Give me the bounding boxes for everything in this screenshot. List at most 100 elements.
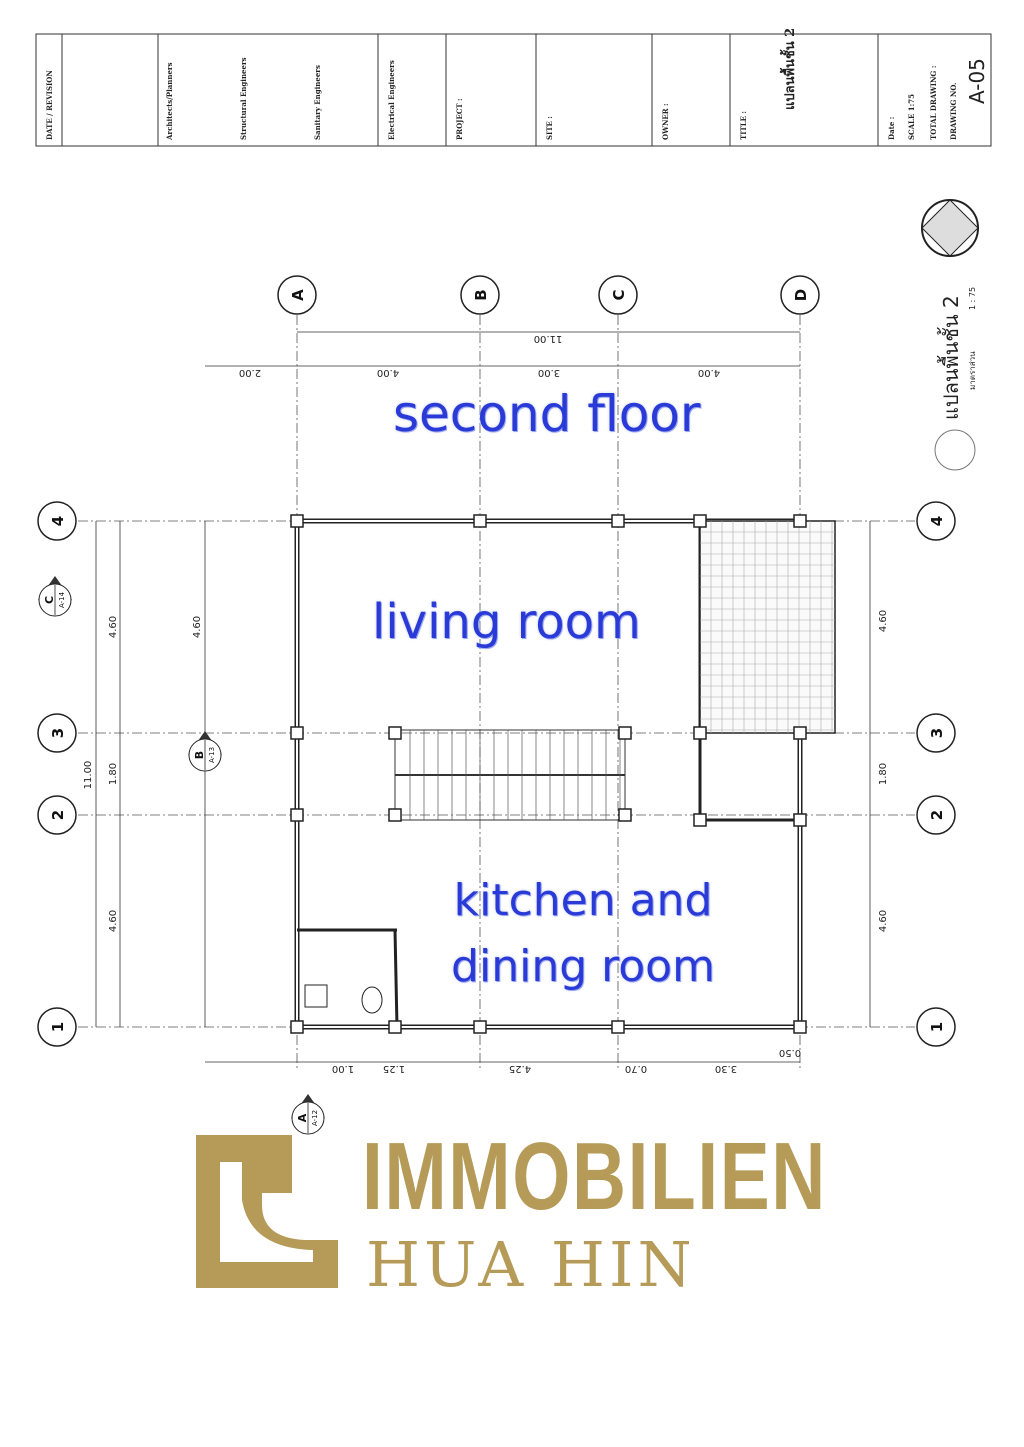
column bbox=[793, 726, 807, 740]
architects-label: Architects/Planners bbox=[165, 62, 174, 141]
dim-left: 4.60 bbox=[108, 910, 119, 932]
dim-top-total: 11.00 bbox=[534, 333, 563, 344]
plan-scale: 1 : 75 bbox=[968, 287, 977, 310]
grid-bubble-2-left: 2 bbox=[37, 795, 77, 835]
dim-left: 4.60 bbox=[108, 616, 119, 638]
electrical-label: Electrical Engineers bbox=[387, 60, 396, 140]
svg-text:D: D bbox=[792, 289, 810, 301]
title-value: แปลนพื้นชั้น 2 bbox=[779, 28, 798, 110]
svg-text:2: 2 bbox=[928, 810, 946, 820]
grid-bubble-4-right: 4 bbox=[916, 501, 956, 541]
svg-text:C: C bbox=[610, 289, 628, 300]
svg-text:4: 4 bbox=[49, 516, 67, 526]
svg-text:4: 4 bbox=[928, 516, 946, 526]
dimension-lines bbox=[95, 331, 871, 1063]
grid-bubbles: A B C D 4 3 2 1 4 3 2 1 bbox=[37, 275, 956, 1047]
date-label: Date : bbox=[887, 117, 896, 140]
plan-title-name: แปลนพื้นชั้น 2 bbox=[937, 295, 963, 420]
section-mark-b: B A-13 bbox=[188, 731, 222, 772]
plan-title: แปลนพื้นชั้น 2 มาตราส่วน 1 : 75 bbox=[937, 287, 977, 420]
overlay-kitchen-dining: kitchen and dining room bbox=[451, 875, 715, 992]
structural-columns bbox=[290, 514, 807, 1034]
stair-treads bbox=[409, 730, 621, 820]
dimension-labels: 11.00 2.00 4.00 3.00 4.00 11.00 4.60 4.6… bbox=[83, 333, 889, 1074]
grid-bubble-3-right: 3 bbox=[916, 713, 956, 753]
dim-bottom: 4.25 bbox=[509, 1063, 531, 1074]
column bbox=[290, 1020, 304, 1034]
svg-text:3: 3 bbox=[928, 728, 946, 738]
svg-text:A: A bbox=[289, 289, 307, 301]
dim-left: 4.60 bbox=[192, 616, 203, 638]
north-arrow-icon bbox=[921, 199, 979, 471]
column bbox=[793, 813, 807, 827]
column bbox=[618, 726, 632, 740]
column bbox=[473, 514, 487, 528]
section-sheet: A-13 bbox=[208, 747, 216, 763]
grid-bubble-3-left: 3 bbox=[37, 713, 77, 753]
overlay-second-floor: second floor bbox=[393, 385, 701, 443]
svg-text:1: 1 bbox=[928, 1022, 946, 1032]
grid-bubble-2-right: 2 bbox=[916, 795, 956, 835]
project-label: PROJECT : bbox=[455, 98, 464, 140]
dim-top: 4.00 bbox=[698, 367, 720, 378]
column bbox=[388, 726, 402, 740]
dim-top: 3.00 bbox=[538, 367, 560, 378]
site-label: SITE : bbox=[545, 116, 554, 140]
dim-bottom: 0.50 bbox=[779, 1047, 801, 1058]
section-mark-a: A A-12 bbox=[291, 1094, 325, 1135]
svg-text:2: 2 bbox=[49, 810, 67, 820]
svg-text:3: 3 bbox=[49, 728, 67, 738]
column bbox=[290, 726, 304, 740]
dim-bottom: 1.00 bbox=[332, 1063, 354, 1074]
title-label: TITLE : bbox=[739, 111, 748, 140]
column bbox=[388, 808, 402, 822]
total-drawing-label: TOTAL DRAWING : bbox=[929, 66, 938, 140]
column bbox=[290, 808, 304, 822]
overlay-living-room: living room bbox=[372, 594, 641, 650]
grid-bubble-1-left: 1 bbox=[37, 1007, 77, 1047]
column bbox=[611, 514, 625, 528]
section-letter: B bbox=[193, 751, 206, 759]
dim-top: 4.00 bbox=[377, 367, 399, 378]
dim-top: 2.00 bbox=[239, 367, 261, 378]
owner-label: OWNER : bbox=[661, 103, 670, 140]
dim-left: 1.80 bbox=[108, 763, 119, 785]
structural-label: Structural Engineers bbox=[239, 57, 248, 140]
dim-left-total: 11.00 bbox=[83, 761, 94, 790]
section-mark-c: C A-14 bbox=[38, 576, 72, 617]
logo-mark-icon bbox=[196, 1135, 338, 1288]
svg-text:1: 1 bbox=[49, 1022, 67, 1032]
grid-bubble-d: D bbox=[780, 275, 820, 315]
staircase bbox=[394, 729, 626, 821]
revision-label: DATE / REVISION bbox=[45, 70, 54, 140]
column bbox=[290, 514, 304, 528]
grid-bubble-1-right: 1 bbox=[916, 1007, 956, 1047]
column bbox=[793, 1020, 807, 1034]
column bbox=[611, 1020, 625, 1034]
column bbox=[388, 1020, 402, 1034]
dim-right: 1.80 bbox=[878, 763, 889, 785]
column bbox=[693, 514, 707, 528]
balcony-tile-grid bbox=[699, 520, 836, 734]
grid-bubble-b: B bbox=[460, 275, 500, 315]
section-letter: A bbox=[296, 1113, 309, 1122]
svg-text:B: B bbox=[472, 289, 490, 300]
column bbox=[473, 1020, 487, 1034]
balcony-hatch bbox=[700, 521, 835, 733]
logo-text-immobilien: IMMOBILIEN bbox=[362, 1123, 827, 1230]
grid-bubble-c: C bbox=[598, 275, 638, 315]
column bbox=[793, 514, 807, 528]
grid-bubble-4-left: 4 bbox=[37, 501, 77, 541]
section-sheet: A-14 bbox=[58, 591, 66, 608]
drawing-no-label: DRAWING NO. bbox=[949, 83, 958, 140]
column bbox=[618, 808, 632, 822]
dim-bottom: 1.25 bbox=[383, 1063, 405, 1074]
dim-bottom: 3.30 bbox=[715, 1063, 737, 1074]
sanitary-label: Sanitary Engineers bbox=[313, 65, 322, 140]
column bbox=[693, 726, 707, 740]
section-letter: C bbox=[43, 596, 56, 604]
drawing-number: A-05 bbox=[965, 58, 989, 104]
dim-right: 4.60 bbox=[878, 610, 889, 632]
section-sheet: A-12 bbox=[311, 1110, 319, 1126]
